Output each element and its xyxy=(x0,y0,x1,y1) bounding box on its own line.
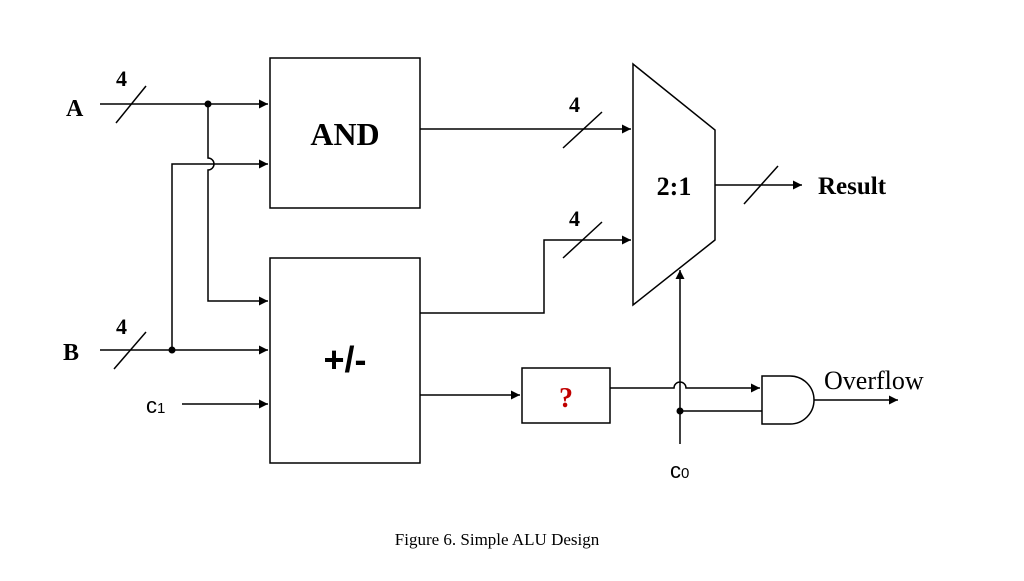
and-gate xyxy=(761,375,815,425)
label-result: Result xyxy=(818,173,887,200)
bus-slash-b xyxy=(113,331,147,370)
mux-block xyxy=(632,62,716,307)
wire-addsub-to-mux xyxy=(420,235,631,314)
label-bus-width-addsub-out: 4 xyxy=(569,206,580,231)
figure-caption: Figure 6. Simple ALU Design xyxy=(395,530,600,549)
bus-slash-result xyxy=(743,165,779,205)
label-input-a: A xyxy=(66,96,84,122)
label-bus-width-and-out: 4 xyxy=(569,92,580,117)
bus-slash-and-out xyxy=(562,111,603,149)
label-and-block: AND xyxy=(310,116,379,152)
label-c0: c0 xyxy=(670,458,689,483)
wire-a-to-addsub xyxy=(207,104,268,306)
and-block xyxy=(269,57,421,209)
label-bus-width-a: 4 xyxy=(116,66,127,91)
label-unknown-block: ? xyxy=(559,383,573,414)
label-addsub-block: +/- xyxy=(323,339,366,380)
bus-slash-a xyxy=(115,85,147,124)
label-bus-width-b: 4 xyxy=(116,314,127,339)
wire-b-to-and xyxy=(171,159,268,350)
bus-slash-addsub-out xyxy=(562,221,603,259)
unknown-block xyxy=(521,367,611,424)
label-c1: c1 xyxy=(146,393,165,418)
label-overflow: Overflow xyxy=(824,366,924,395)
label-mux-block: 2:1 xyxy=(657,172,692,201)
label-input-b: B xyxy=(63,340,79,366)
wire-unknown-to-gate xyxy=(610,381,760,393)
addsub-block xyxy=(269,257,421,464)
